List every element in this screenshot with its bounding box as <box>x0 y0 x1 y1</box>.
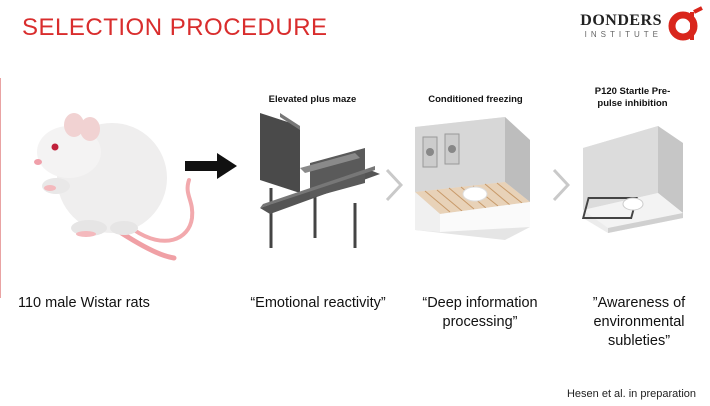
donders-logo-icon <box>668 6 703 41</box>
citation: Hesen et al. in preparation <box>566 388 696 400</box>
caption-emotional-reactivity: “Emotional reactivity” <box>250 295 386 311</box>
chevron-right-icon <box>385 168 403 202</box>
caption-wistar-rats: 110 male Wistar rats <box>18 295 150 311</box>
rat-icon <box>34 113 195 261</box>
accent-divider <box>0 78 1 298</box>
startle-box-icon <box>581 126 683 233</box>
stage-label-startle: P120 Startle Pre-pulse inhibition <box>594 86 671 109</box>
donders-logo: DONDERS INSTITUTE <box>580 12 662 39</box>
logo-wordmark: DONDERS <box>580 12 662 29</box>
caption-awareness: ”Awareness of environmental subleties” <box>592 295 686 349</box>
caption-deep-information-processing: “Deep information processing” <box>422 295 538 330</box>
arrow-right-icon <box>185 153 237 179</box>
slide-title: SELECTION PROCEDURE <box>22 14 328 41</box>
stage-label-elevated-plus-maze: Elevated plus maze <box>268 94 357 105</box>
stage-label-conditioned-freezing: Conditioned freezing <box>428 94 523 105</box>
chamber-icon <box>415 117 530 240</box>
chevron-right-icon <box>552 168 570 202</box>
logo-subtitle: INSTITUTE <box>584 30 662 39</box>
maze-icon <box>260 113 380 248</box>
